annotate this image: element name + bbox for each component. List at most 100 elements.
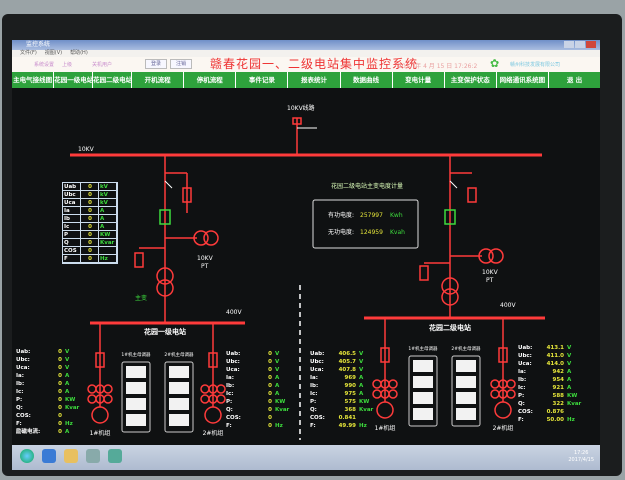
panel-label: 1#机主母调器 (121, 351, 151, 358)
nav-item[interactable]: 开机流程 (132, 72, 184, 88)
regulator-panel (408, 355, 438, 427)
lab-text: Ia: (226, 375, 234, 381)
cell-lab: Ib (63, 215, 81, 222)
nav-item[interactable]: 事件记录 (236, 72, 288, 88)
generator-label: 1#机组 (90, 429, 111, 437)
nav-item[interactable]: 花园一级电站 (54, 72, 93, 88)
lab-text: P: (518, 393, 525, 399)
start-button[interactable] (20, 449, 34, 463)
val-text: 0 (268, 383, 272, 389)
panel-display (169, 366, 189, 378)
panel-display (413, 392, 433, 404)
panel-display (169, 414, 189, 426)
nav-item[interactable]: 停机流程 (184, 72, 236, 88)
cell-unit: kV (99, 183, 117, 190)
lab-text: Ia: (518, 369, 526, 375)
login-button[interactable]: 登录 (145, 59, 167, 69)
cell-val: 0 (81, 239, 99, 246)
val-text: 0 (58, 373, 62, 379)
explorer-icon[interactable] (64, 449, 78, 463)
lab-text: Ia: (310, 375, 318, 381)
maximize-button[interactable] (575, 41, 585, 48)
unit-text: A (359, 391, 364, 397)
unit-text: A (65, 373, 70, 379)
unit-text: A (275, 383, 280, 389)
nav-item[interactable]: 花园二级电站 (93, 72, 132, 88)
menu-bar: 文件(F) 视图(V) 帮助(H) (12, 50, 600, 57)
settings-link[interactable]: 系统设置 (34, 62, 55, 68)
cell-lab: Q (63, 239, 81, 246)
nav-item[interactable]: 数据曲线 (340, 72, 392, 88)
close-button[interactable] (586, 41, 596, 48)
up-link[interactable]: 上级 (62, 62, 73, 68)
cell-unit: kV (99, 191, 117, 198)
cell-lab: Uab (63, 183, 81, 190)
menu-help[interactable]: 帮助(H) (70, 50, 88, 56)
unit-text: Hz (275, 423, 283, 429)
val-text: 942 (552, 369, 564, 375)
bus-label: 10KV (78, 146, 95, 153)
ie-icon[interactable] (42, 449, 56, 463)
nav-item[interactable]: 退 出 (548, 72, 600, 88)
generator-icon[interactable] (204, 406, 222, 424)
generator-icon[interactable] (91, 406, 109, 424)
generator-label: 2#机组 (493, 424, 514, 432)
nav-item[interactable]: 主变保护状态 (444, 72, 496, 88)
breaker-icon[interactable] (444, 209, 456, 225)
minimize-button[interactable] (564, 41, 574, 48)
breaker-icon[interactable] (159, 209, 171, 225)
lab-text: Uab: (16, 349, 31, 355)
main-transformer-icon (156, 267, 174, 285)
monitor-app-icon[interactable] (108, 449, 122, 463)
app-icon[interactable] (86, 449, 100, 463)
menu-file[interactable]: 文件(F) (20, 50, 37, 56)
lab-text: F: (310, 423, 316, 429)
cell-unit: KW (99, 231, 117, 238)
val-text: 0 (268, 407, 272, 413)
company-logo-icon: ✿ (490, 57, 500, 70)
panel-label: 1#机主母调器 (408, 345, 438, 352)
lab-text: F: (226, 423, 232, 429)
value-row: COS:0.876 (518, 408, 581, 416)
nav-item[interactable]: 变电计量 (392, 72, 444, 88)
val-text: 0 (268, 367, 272, 373)
lab-text: Uab: (226, 351, 241, 357)
val-text: 954 (552, 377, 564, 383)
logout-button[interactable]: 注销 (170, 59, 192, 69)
cell-val: 0 (81, 255, 99, 262)
unit-text: KW (65, 397, 76, 403)
nav-item[interactable]: 报表统计 (288, 72, 340, 88)
lab-text: F: (518, 417, 524, 423)
generator-icon[interactable] (494, 401, 512, 419)
menu-view[interactable]: 视图(V) (44, 50, 63, 56)
panel-display (126, 382, 146, 394)
val-text: 0 (58, 405, 62, 411)
feeder-switch[interactable] (292, 117, 302, 125)
generator-icon[interactable] (376, 401, 394, 419)
unit-text: A (275, 375, 280, 381)
lab-text: Ia: (16, 373, 24, 379)
nav-item[interactable]: 主电气接线图 (12, 72, 54, 88)
nav-item[interactable]: 网络通讯系统图 (496, 72, 548, 88)
val-text: 0.841 (338, 415, 356, 421)
cell-unit: kV (99, 199, 117, 206)
user-link[interactable]: 关机用户 (92, 62, 113, 68)
val-text: 0 (58, 413, 62, 419)
